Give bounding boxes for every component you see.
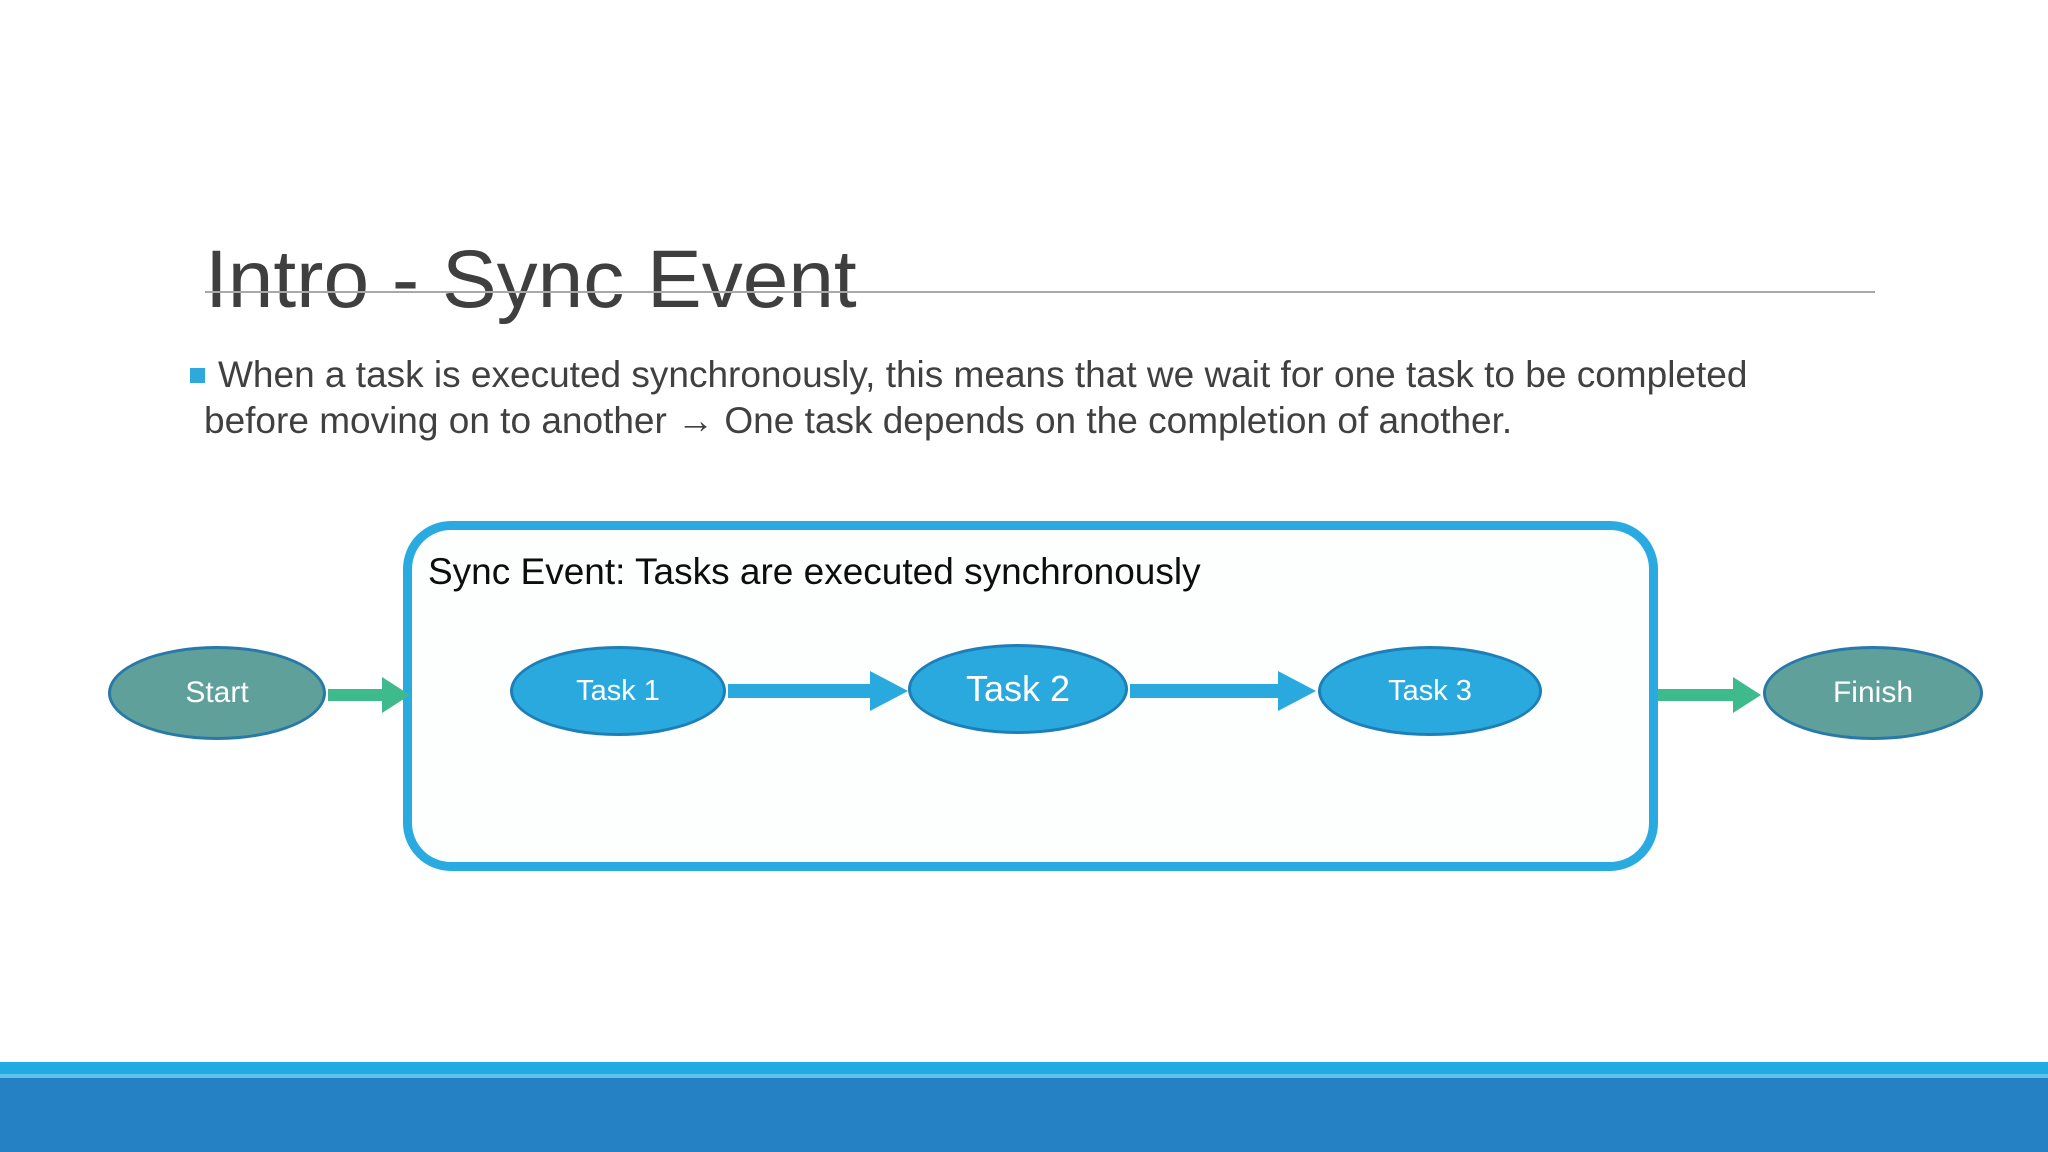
arrow-head-icon — [1278, 671, 1316, 711]
arrow-task2-to-task3 — [1130, 671, 1316, 711]
node-start: Start — [108, 646, 326, 740]
arrow-shaft — [1658, 689, 1734, 701]
arrow-head-icon — [382, 677, 410, 713]
node-task-2: Task 2 — [908, 644, 1128, 734]
sync-event-box-label: Sync Event: Tasks are executed synchrono… — [428, 551, 1201, 592]
bottom-footer-bar — [0, 1078, 2048, 1152]
bottom-accent-strip — [0, 1062, 2048, 1074]
arrow-start-to-box — [328, 677, 410, 713]
arrow-head-icon — [1733, 677, 1761, 713]
bullet-text-line1: When a task is executed synchronously, t… — [218, 354, 1748, 395]
arrow-shaft — [328, 689, 384, 701]
body-bullet-paragraph: When a task is executed synchronously, t… — [190, 352, 1930, 444]
title-divider — [205, 291, 1875, 293]
node-finish-label: Finish — [1832, 676, 1914, 709]
arrow-box-to-finish — [1658, 677, 1761, 713]
bottom-accent-strip-divider — [0, 1074, 2048, 1078]
node-task-3-label: Task 3 — [1388, 674, 1472, 707]
bullet-text-line2: before moving on to another → One task d… — [204, 400, 1513, 441]
node-start-label: Start — [185, 676, 249, 709]
node-task-2-label: Task 2 — [965, 668, 1071, 709]
node-task-1-label: Task 1 — [576, 674, 660, 707]
bullet-square-icon — [190, 368, 205, 383]
arrow-shaft — [1130, 684, 1280, 698]
slide-title: Intro - Sync Event — [205, 233, 857, 325]
node-task-1: Task 1 — [510, 646, 726, 736]
arrow-shaft — [728, 684, 872, 698]
node-task-3: Task 3 — [1318, 646, 1542, 736]
arrow-task1-to-task2 — [728, 671, 908, 711]
node-finish: Finish — [1763, 646, 1983, 740]
arrow-head-icon — [870, 671, 908, 711]
